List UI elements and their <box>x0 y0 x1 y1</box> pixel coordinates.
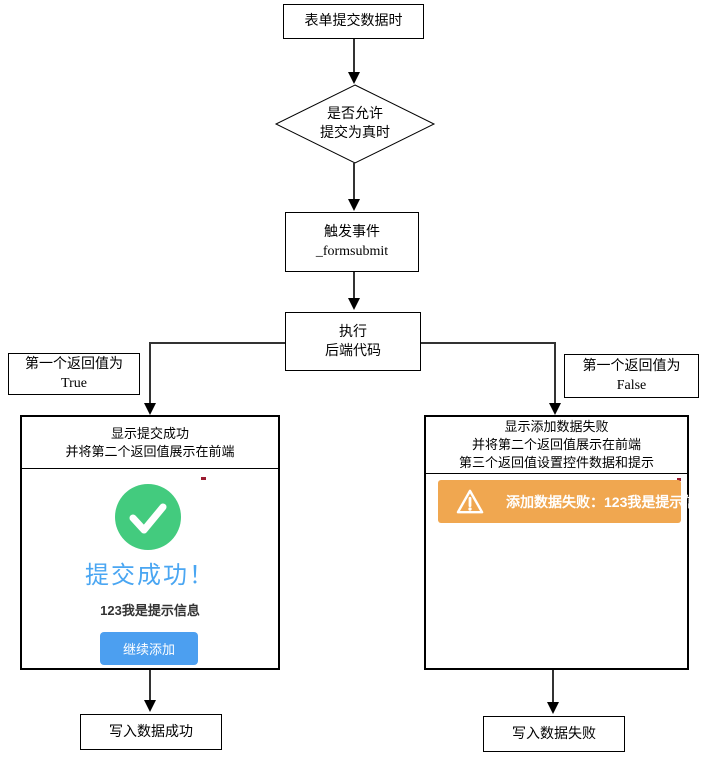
panel-show-success: 显示提交成功 并将第二个返回值展示在前端 提交成功！ 123我是提示信息 继续添… <box>20 415 280 670</box>
node-execute-backend: 执行 后端代码 <box>285 312 421 371</box>
panel-show-success-header: 显示提交成功 并将第二个返回值展示在前端 <box>22 417 278 469</box>
fail-header-line2: 并将第二个返回值展示在前端 <box>471 437 641 452</box>
continue-add-button[interactable]: 继续添加 <box>100 632 198 665</box>
panel-show-fail-header: 显示添加数据失败 并将第二个返回值展示在前端 第三个返回值设置控件数据和提示 <box>426 417 687 474</box>
connector-line <box>421 342 555 344</box>
panel-show-fail: 显示添加数据失败 并将第二个返回值展示在前端 第三个返回值设置控件数据和提示 添… <box>424 415 709 670</box>
arrow-down-icon <box>549 403 561 415</box>
decision-line2: 提交为真时 <box>320 126 390 141</box>
fail-header-line1: 显示添加数据失败 <box>504 419 609 434</box>
node-decision: 是否允许 提交为真时 <box>274 84 436 164</box>
connector-line <box>150 342 285 344</box>
warning-triangle-icon <box>456 489 484 513</box>
fail-alert-text: 添加数据失败：123我是提示信息 <box>506 493 709 510</box>
fail-preview-area: 添加数据失败：123我是提示信息 <box>426 474 709 667</box>
true-label-line1: 第一个返回值为 <box>25 357 123 372</box>
arrow-down-icon <box>348 298 360 310</box>
node-form-submit: 表单提交数据时 <box>283 4 424 39</box>
arrow-down-icon <box>348 72 360 84</box>
connector-line <box>353 163 355 199</box>
arrow-down-icon <box>348 199 360 211</box>
arrow-down-icon <box>144 700 156 712</box>
false-label-line2: False <box>616 378 647 393</box>
success-header-line2: 并将第二个返回值展示在前端 <box>65 443 235 459</box>
success-preview-area: 提交成功！ 123我是提示信息 继续添加 <box>22 469 278 667</box>
connector-line <box>149 342 151 403</box>
node-write-success: 写入数据成功 <box>80 714 222 750</box>
red-artifact <box>201 477 206 480</box>
true-label-line2: True <box>61 376 87 391</box>
connector-line <box>353 272 355 299</box>
red-artifact <box>677 478 681 481</box>
execute-line1: 执行 <box>339 324 367 340</box>
label-first-return-true: 第一个返回值为 True <box>8 353 140 395</box>
label-first-return-false: 第一个返回值为 False <box>564 354 699 398</box>
node-trigger-event: 触发事件 _formsubmit <box>285 212 419 272</box>
trigger-line1: 触发事件 <box>324 225 380 240</box>
false-label-line1: 第一个返回值为 <box>582 359 681 374</box>
node-write-fail: 写入数据失败 <box>483 716 625 752</box>
end-fail-label: 写入数据失败 <box>512 726 596 742</box>
node-form-submit-label: 表单提交数据时 <box>304 14 403 29</box>
execute-line2: 后端代码 <box>325 343 381 359</box>
success-header-line1: 显示提交成功 <box>110 425 189 441</box>
connector-line <box>353 39 355 72</box>
check-circle-icon <box>115 484 181 550</box>
trigger-line2: _formsubmit <box>315 244 389 259</box>
connector-line <box>149 670 151 700</box>
fail-header-line3: 第三个返回值设置控件数据和提示 <box>458 455 654 470</box>
connector-line <box>554 342 556 403</box>
decision-line1: 是否允许 <box>327 107 383 122</box>
arrow-down-icon <box>547 702 559 714</box>
arrow-down-icon <box>144 403 156 415</box>
success-message: 123我是提示信息 <box>100 603 200 618</box>
diamond-shape <box>274 84 436 164</box>
node-decision-label: 是否允许 提交为真时 <box>274 84 436 164</box>
success-title: 提交成功！ <box>85 562 215 589</box>
end-success-label: 写入数据成功 <box>109 724 193 740</box>
fail-alert-banner: 添加数据失败：123我是提示信息 <box>438 480 709 523</box>
connector-line <box>552 670 554 702</box>
